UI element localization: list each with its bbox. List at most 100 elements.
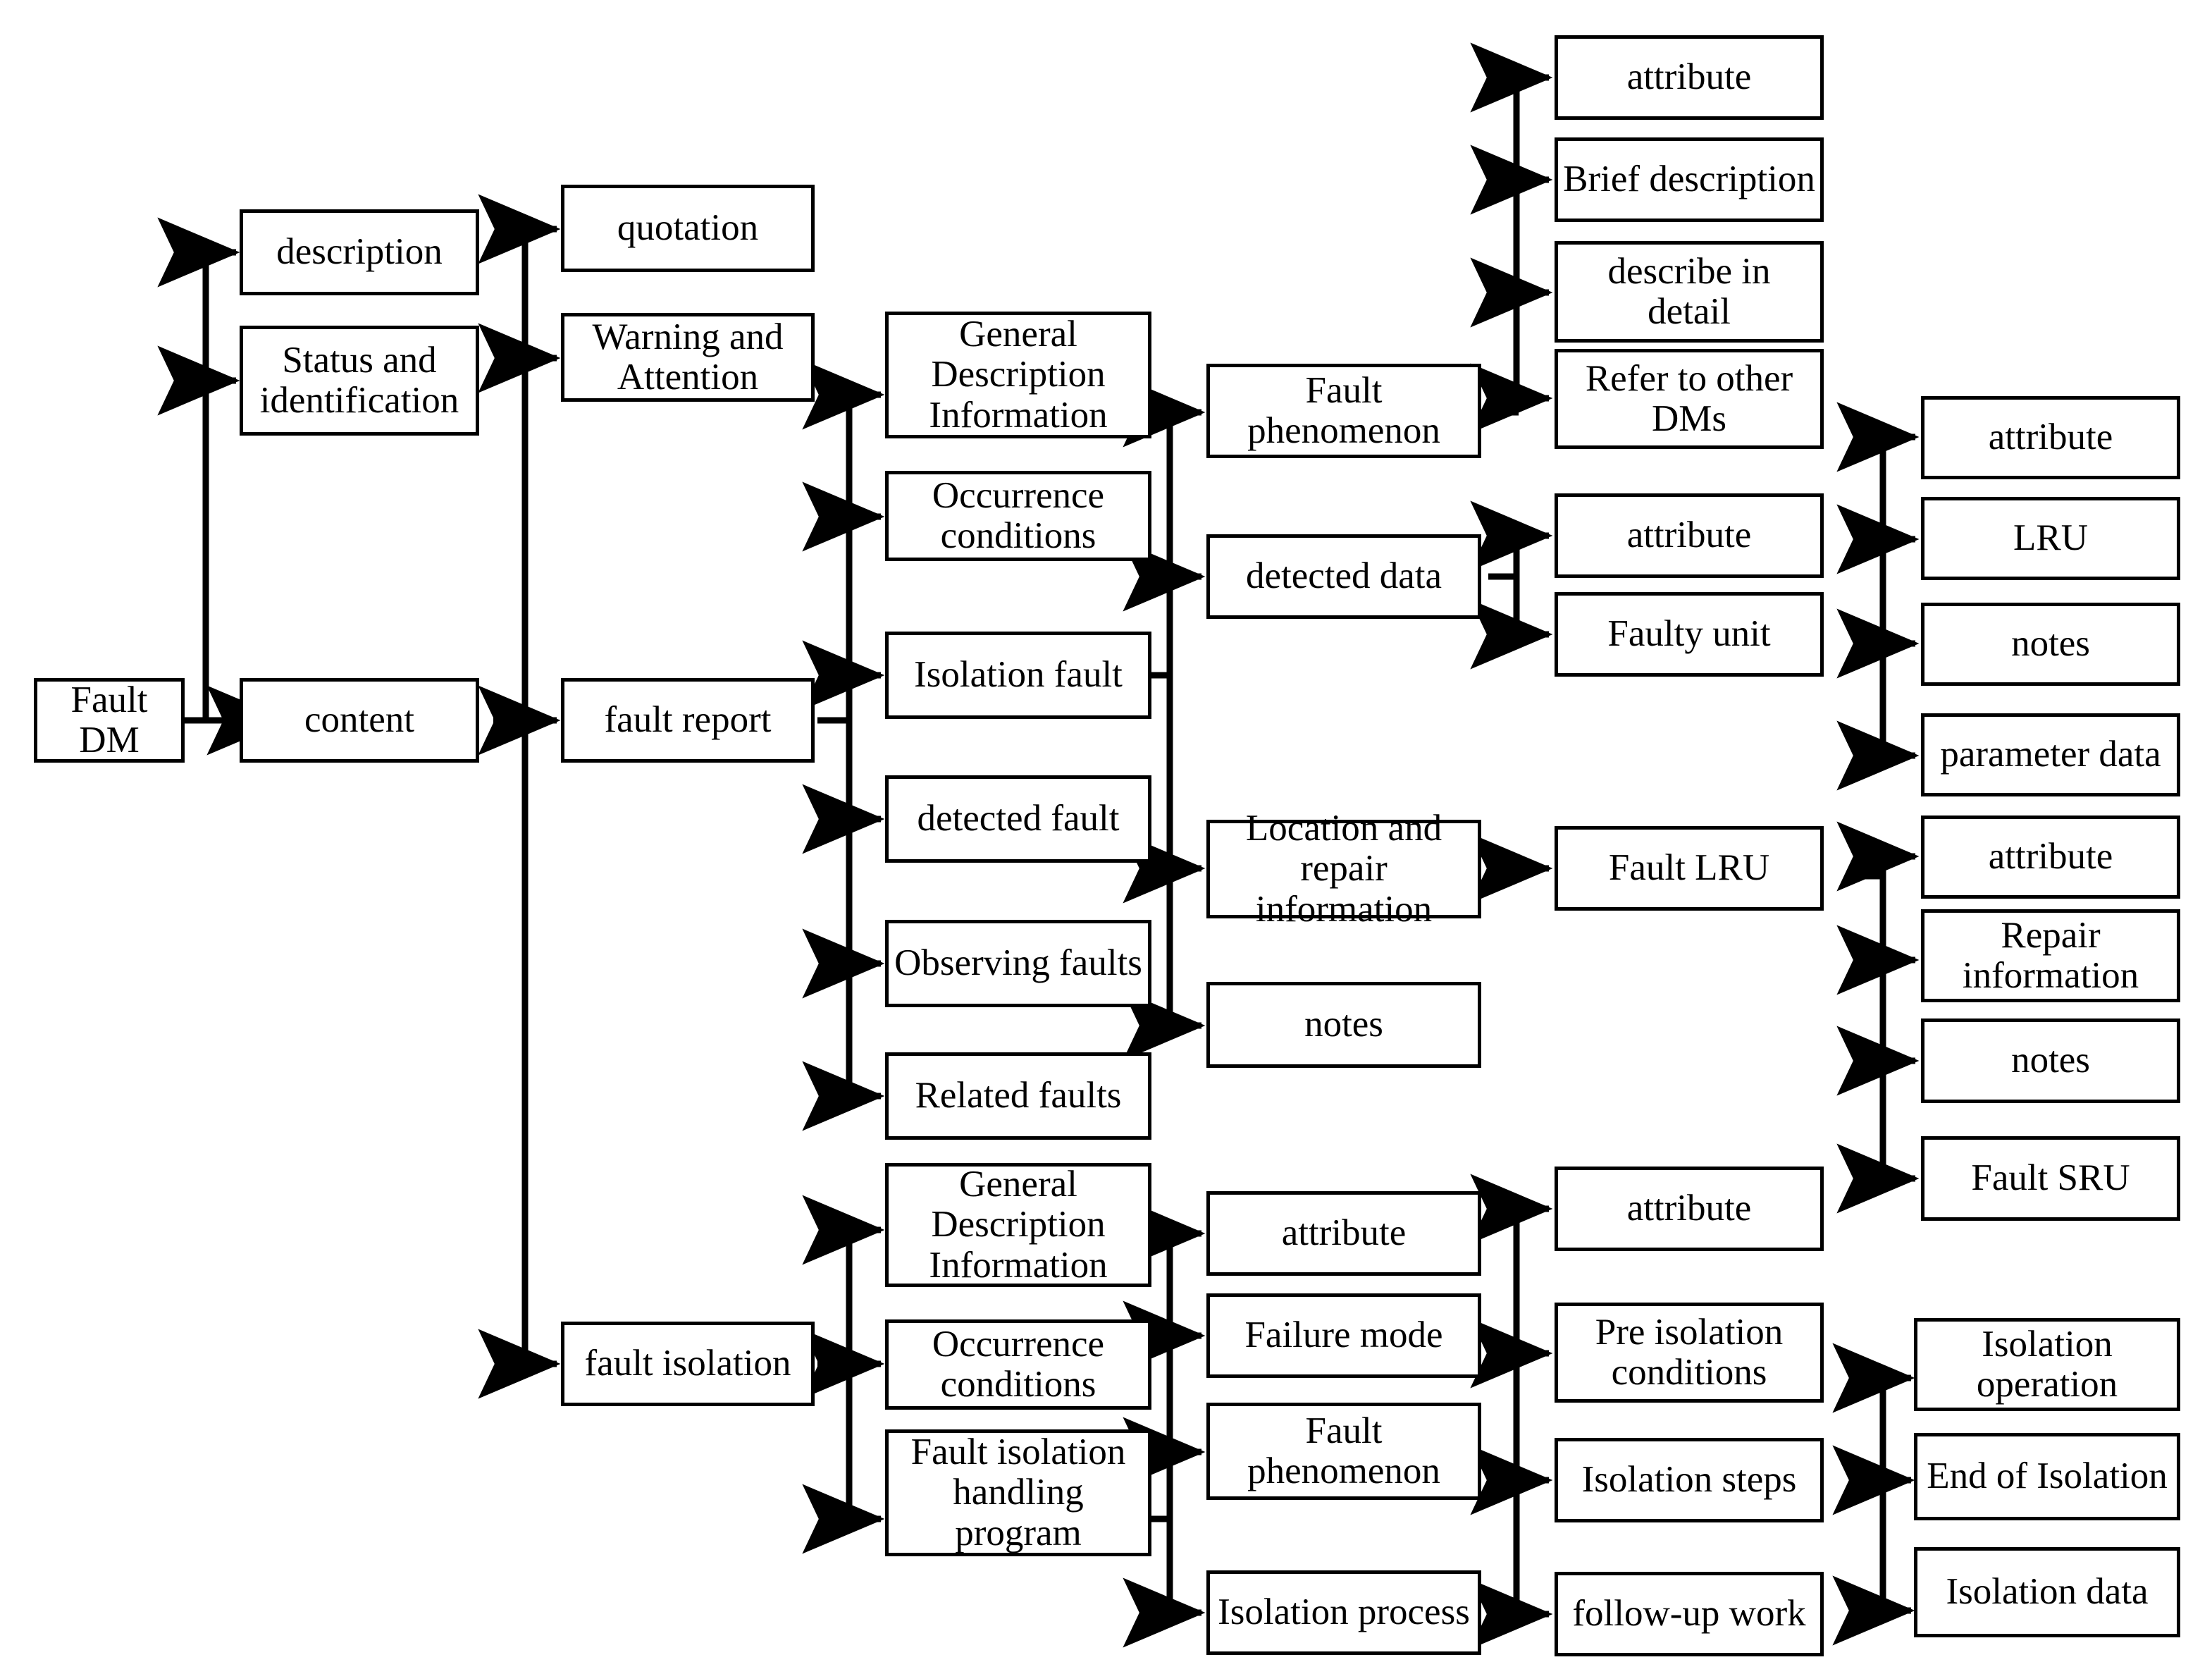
node-content-label: content [304,699,414,741]
node-dd-faulty-unit-label: Faulty unit [1607,613,1771,655]
node-warning-attention-label: Warning and Attention [592,316,784,398]
node-fault-report-label: fault report [604,699,772,741]
node-hp-failure-mode-label: Failure mode [1244,1315,1443,1356]
node-hp-attribute-label: attribute [1281,1212,1407,1254]
node-is-isolation-operation-label: Isolation operation [1976,1323,2118,1405]
node-fp-attribute[interactable]: attribute [1555,35,1824,120]
node-quotation-label: quotation [617,207,759,249]
node-fu-attribute[interactable]: attribute [1921,396,2180,479]
node-fi-handling-program[interactable]: Fault isolation handling program [885,1429,1151,1556]
node-fp-brief-description[interactable]: Brief description [1555,137,1824,222]
node-notes-isolation-fault-label: notes [1304,1004,1383,1045]
edge-group-isolationsteps [1832,1343,1915,1646]
node-ip-isolation-steps-label: Isolation steps [1581,1459,1797,1501]
node-ip-pre-isolation-conditions[interactable]: Pre isolation conditions [1555,1303,1824,1403]
node-fp-attribute-label: attribute [1626,56,1752,98]
node-ip-pre-isolation-conditions-label: Pre isolation conditions [1595,1311,1784,1393]
node-flru-repair-information-label: Repair information [1962,914,2139,996]
node-hp-fault-phenomenon[interactable]: Fault phenomenon [1206,1403,1481,1500]
node-is-isolation-data-label: Isolation data [1946,1571,2149,1613]
edge-group-faultreport [802,359,885,1131]
node-description[interactable]: description [240,209,479,295]
node-fu-lru[interactable]: LRU [1921,497,2180,580]
node-fr-observing-faults-label: Observing faults [894,942,1142,984]
node-flru-attribute[interactable]: attribute [1921,816,2180,899]
node-fr-general-description[interactable]: General Description Information [885,312,1151,438]
node-status-identification-label: Status and identification [259,339,459,421]
node-fu-notes-label: notes [2011,623,2090,665]
node-hp-fault-phenomenon-label: Fault phenomenon [1247,1410,1440,1491]
node-fp-describe-in-detail[interactable]: describe in detail [1555,241,1824,343]
node-fu-parameter-data-label: parameter data [1940,734,2161,775]
node-hp-failure-mode[interactable]: Failure mode [1206,1293,1481,1378]
node-is-end-of-isolation[interactable]: End of Isolation [1914,1433,2180,1520]
node-fr-occurrence-conditions[interactable]: Occurrence conditions [885,471,1151,561]
node-fr-isolation-fault[interactable]: Isolation fault [885,632,1151,719]
node-is-isolation-data[interactable]: Isolation data [1914,1547,2180,1637]
node-fault-phenomenon-label: Fault phenomenon [1247,369,1440,451]
node-hp-isolation-process[interactable]: Isolation process [1206,1570,1481,1655]
node-fu-notes[interactable]: notes [1921,603,2180,686]
node-quotation[interactable]: quotation [561,185,815,272]
node-fi-general-description-label: General Description Information [929,1164,1108,1286]
edge-group-faultyunit [1836,402,1920,1214]
node-fr-isolation-fault-label: Isolation fault [914,654,1123,696]
edge-stub-col4 [1488,409,1519,872]
edge-group-root [157,217,290,756]
edge-group-isolationprocess [1470,1174,1553,1649]
node-fr-observing-faults[interactable]: Observing faults [885,920,1151,1007]
edge-group-isolationfault [1123,377,1206,1061]
node-fr-occurrence-conditions-label: Occurrence conditions [932,474,1105,556]
node-detected-data[interactable]: detected data [1206,534,1481,619]
node-dd-attribute-label: attribute [1626,515,1752,556]
node-fault-report[interactable]: fault report [561,678,815,763]
edge-group-handling [1123,1198,1206,1648]
node-description-label: description [276,231,443,273]
node-fi-occurrence-conditions[interactable]: Occurrence conditions [885,1319,1151,1410]
node-is-isolation-operation[interactable]: Isolation operation [1914,1318,2180,1411]
node-fi-general-description[interactable]: General Description Information [885,1163,1151,1287]
node-fr-related-faults-label: Related faults [915,1075,1122,1116]
node-fault-dm[interactable]: Fault DM [34,678,185,763]
node-fu-attribute-label: attribute [1988,417,2113,458]
node-warning-attention[interactable]: Warning and Attention [561,313,815,402]
node-dd-attribute[interactable]: attribute [1555,493,1824,578]
node-flru-notes[interactable]: notes [1921,1018,2180,1103]
node-fault-isolation[interactable]: fault isolation [561,1322,815,1406]
node-fr-related-faults[interactable]: Related faults [885,1052,1151,1140]
node-flru-notes-label: notes [2011,1040,2090,1081]
node-fi-occurrence-conditions-label: Occurrence conditions [932,1323,1105,1405]
node-fp-refer-other-dms[interactable]: Refer to other DMs [1555,349,1824,449]
node-ip-isolation-steps[interactable]: Isolation steps [1555,1438,1824,1522]
node-fr-detected-fault-label: detected fault [917,798,1120,839]
node-flru-attribute-label: attribute [1988,836,2113,878]
node-hp-isolation-process-label: Isolation process [1218,1592,1470,1633]
node-content[interactable]: content [240,678,479,763]
node-status-identification[interactable]: Status and identification [240,326,479,436]
node-fault-phenomenon[interactable]: Fault phenomenon [1206,364,1481,458]
node-location-repair-information-label: Location and repair information [1245,808,1442,930]
node-flru-repair-information[interactable]: Repair information [1921,909,2180,1002]
node-ip-attribute-label: attribute [1626,1188,1752,1229]
node-notes-isolation-fault[interactable]: notes [1206,982,1481,1068]
edge-group-faultphenomenon [1470,42,1553,904]
node-is-end-of-isolation-label: End of Isolation [1927,1455,2168,1497]
node-flru-fault-sru[interactable]: Fault SRU [1921,1136,2180,1221]
node-ip-follow-up-work[interactable]: follow-up work [1555,1572,1824,1656]
edge-group-content [478,194,561,1399]
node-ip-follow-up-work-label: follow-up work [1572,1593,1806,1635]
node-location-repair-information[interactable]: Location and repair information [1206,808,1481,929]
edge-group-faultisolation [802,1195,885,1554]
node-hp-attribute[interactable]: attribute [1206,1191,1481,1276]
node-fr-general-description-label: General Description Information [929,314,1108,436]
node-fi-handling-program-label: Fault isolation handling program [910,1432,1126,1553]
node-dd-faulty-unit[interactable]: Faulty unit [1555,592,1824,677]
node-fault-lru[interactable]: Fault LRU [1555,826,1824,911]
node-ip-attribute[interactable]: attribute [1555,1167,1824,1251]
node-fp-brief-description-label: Brief description [1563,159,1815,200]
node-fu-lru-label: LRU [2013,517,2088,559]
node-fu-parameter-data[interactable]: parameter data [1921,713,2180,796]
node-fr-detected-fault[interactable]: detected fault [885,775,1151,863]
